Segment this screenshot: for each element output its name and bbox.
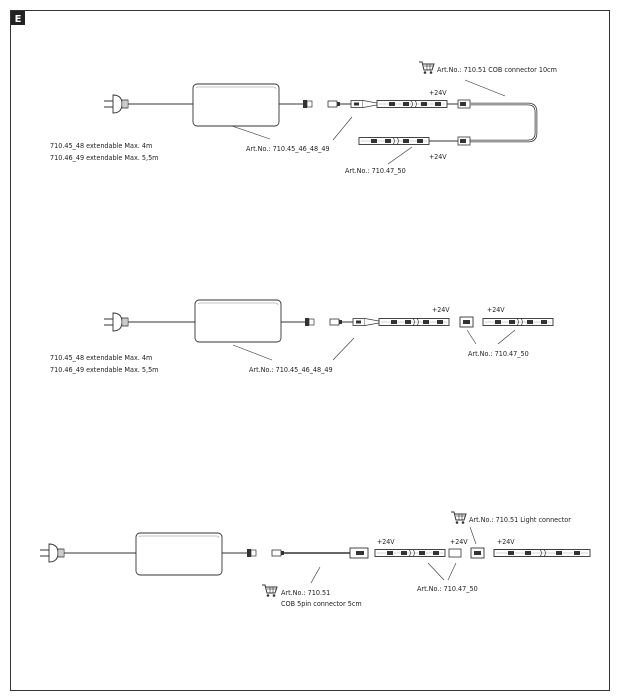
strip-art-label: Art.No.: 710.47_50 (345, 166, 406, 175)
led-strip-segment (378, 318, 450, 326)
extendable-line-1: 710.45_48 extendable Max. 4m (50, 141, 152, 150)
shopping-cart-icon (418, 61, 435, 75)
light-connector-art-label: Art.No.: 710.51 Light connector (469, 515, 571, 524)
section-tab (11, 11, 25, 25)
voltage-label-3: +24V (497, 538, 515, 546)
dc-barrel-connector (304, 317, 315, 327)
strip-art-label: Art.No.: 710.47_50 (468, 349, 529, 358)
diagram-2-strip-connector: +24V +24V Art.No.: 710.45_46_48_49 Art.N… (50, 299, 554, 374)
voltage-label-top: +24V (429, 89, 447, 97)
strip-art-label: Art.No.: 710.47_50 (417, 584, 478, 593)
strip-clip-connector (350, 100, 378, 108)
power-supply-unit (135, 532, 223, 576)
voltage-label-bottom: +24V (429, 153, 447, 161)
spin-connector-art-line-1: Art.No.: 710.51 (281, 588, 330, 597)
spin-connector-art-line-2: COB 5pin connector 5cm (281, 599, 362, 608)
section-letter: E (15, 14, 22, 25)
shopping-cart-icon-2 (261, 584, 278, 598)
supply-art-label: Art.No.: 710.45_46_48_49 (249, 365, 333, 374)
power-plug-icon (103, 94, 129, 114)
diagram-3-light-connector: Art.No.: 710.51 Light connector +24V +24… (39, 511, 591, 608)
dc-jack-connector (329, 318, 343, 326)
led-strip-segment-2 (358, 137, 430, 145)
cob-connector-art-label: Art.No.: 710.51 COB connector 10cm (437, 65, 557, 74)
dc-barrel-connector (302, 99, 313, 109)
voltage-label-2: +24V (450, 538, 468, 546)
power-plug-icon (39, 543, 65, 563)
extendable-line-2: 710.46_49 extendable Max. 5,5m (50, 153, 158, 162)
voltage-label-2: +24V (487, 306, 505, 314)
led-strip-segment-2 (482, 318, 554, 326)
cob-connector-cable (470, 102, 538, 143)
shopping-cart-icon (450, 511, 467, 525)
voltage-label-1: +24V (432, 306, 450, 314)
dc-barrel-connector (246, 548, 257, 558)
led-strip-segment (376, 100, 448, 108)
power-supply-unit (192, 83, 280, 127)
extendable-line-1: 710.45_48 extendable Max. 4m (50, 353, 152, 362)
strip-clip-connector (352, 318, 380, 326)
voltage-label-1: +24V (377, 538, 395, 546)
led-strip-segment-1 (374, 549, 446, 557)
power-plug-icon (103, 312, 129, 332)
diagram-1-cob-connector-10cm: Art.No.: 710.51 COB connector 10cm +24V … (50, 61, 557, 175)
page-border (10, 10, 610, 691)
dc-jack-connector (271, 549, 285, 557)
power-supply-unit (194, 299, 282, 343)
supply-art-label: Art.No.: 710.45_46_48_49 (246, 144, 330, 153)
extendable-line-2: 710.46_49 extendable Max. 5,5m (50, 365, 158, 374)
dc-jack-connector (327, 100, 341, 108)
